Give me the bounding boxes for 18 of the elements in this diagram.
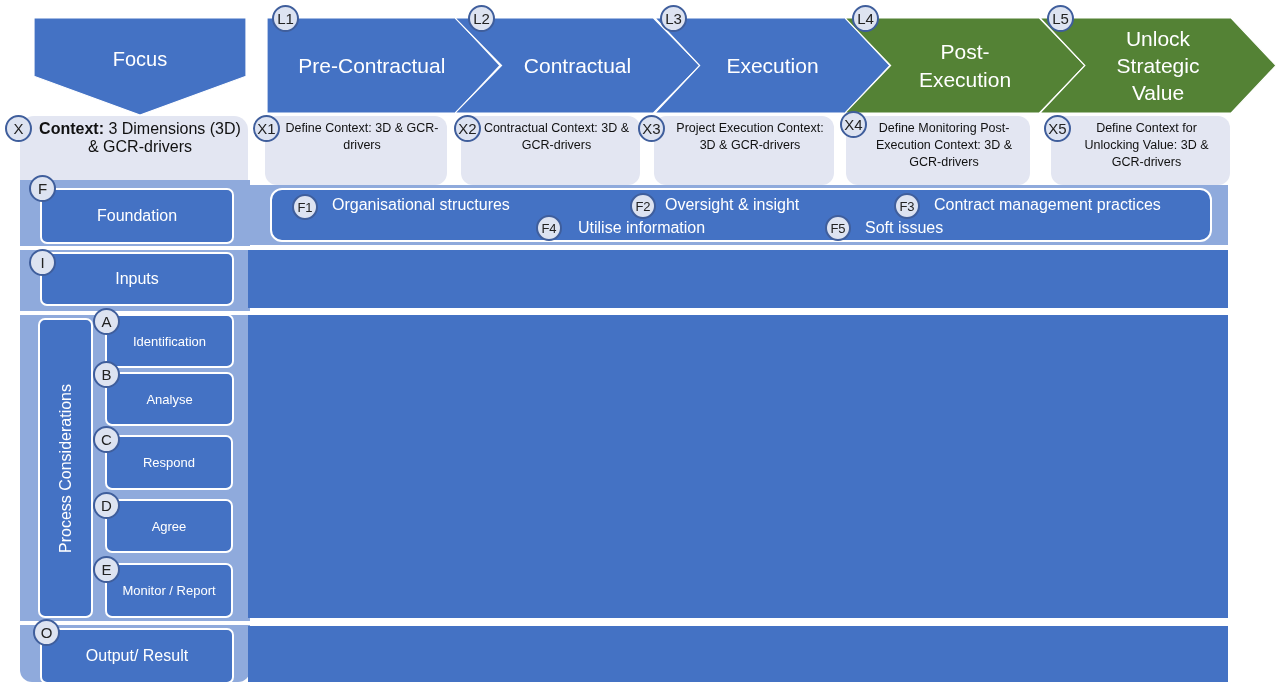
label-circle: X1 — [253, 115, 280, 142]
pentagon-arrow: Focus — [34, 18, 246, 115]
label-circle: F5 — [825, 215, 851, 241]
label-circle: X — [5, 115, 32, 142]
band-text: Soft issues — [865, 219, 944, 237]
label-circle: F2 — [630, 193, 656, 219]
label-circle: F3 — [894, 193, 920, 219]
label-circle: X2 — [454, 115, 481, 142]
vertical-header: Process Considerations — [38, 318, 93, 618]
band-text: Contract management practices — [934, 196, 1161, 214]
label-circle: F4 — [536, 215, 562, 241]
band-text: Oversight & insight — [665, 196, 800, 214]
band-text: Organisational structures — [332, 196, 510, 214]
label-circle: X5 — [1044, 115, 1071, 142]
band-text: Utilise information — [578, 219, 706, 237]
label-circle: F1 — [292, 194, 318, 220]
label-circle: X3 — [638, 115, 665, 142]
foundation-band — [270, 188, 1212, 242]
